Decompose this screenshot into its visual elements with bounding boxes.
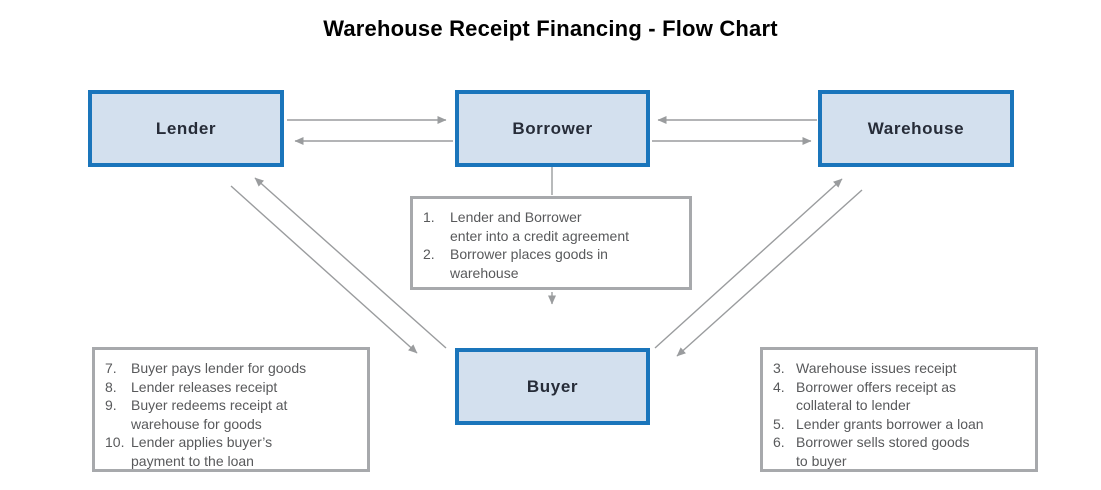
step-number: 10. — [105, 434, 125, 450]
step-item: 8. Lender releases receipt — [105, 378, 359, 397]
step-number: 9. — [105, 397, 117, 413]
step-number: 8. — [105, 378, 117, 395]
step-text: Buyer pays lender for goods — [131, 360, 307, 376]
node-warehouse-label: Warehouse — [867, 118, 965, 138]
step-item: 2. Borrower places goods in warehouse — [423, 245, 681, 282]
step-number: 6. — [773, 434, 785, 450]
chart-title: Warehouse Receipt Financing - Flow Chart — [323, 16, 778, 41]
steps-box-1-2: 1. Lender and Borrower enter into a cred… — [410, 196, 692, 290]
step-item: 5. Lender grants borrower a loan — [773, 415, 1027, 434]
step-item: 4. Borrower offers receipt as collateral… — [773, 378, 1027, 415]
node-buyer-label: Buyer — [526, 376, 579, 396]
step-number: 2. — [423, 246, 435, 262]
arrow-warehouse-to-buyer — [676, 189, 863, 357]
node-borrower-label: Borrower — [512, 118, 593, 138]
step-text: Lender applies buyer’s payment to the lo… — [131, 434, 273, 469]
step-item: 3. Warehouse issues receipt — [773, 359, 1027, 378]
step-number: 4. — [773, 378, 785, 395]
step-text: Borrower places goods in warehouse — [450, 246, 608, 281]
node-buyer: Buyer — [455, 348, 650, 425]
step-text: Lender and Borrower enter into a credit … — [450, 209, 629, 244]
step-item: 1. Lender and Borrower enter into a cred… — [423, 208, 681, 245]
steps-box-7-10: 7. Buyer pays lender for goods 8. Lender… — [92, 347, 370, 472]
step-number: 5. — [773, 415, 785, 432]
step-text: Borrower offers receipt as collateral to… — [796, 378, 957, 414]
steps-box-3-6: 3. Warehouse issues receipt 4. Borrower … — [760, 347, 1038, 472]
node-lender: Lender — [88, 90, 284, 167]
step-text: Warehouse issues receipt — [796, 360, 957, 376]
node-borrower: Borrower — [455, 90, 650, 167]
step-text: Lender releases receipt — [131, 378, 278, 395]
step-item: 9. Buyer redeems receipt at warehouse fo… — [105, 396, 359, 433]
node-warehouse: Warehouse — [818, 90, 1014, 167]
node-lender-label: Lender — [155, 118, 217, 138]
step-text: Lender grants borrower a loan — [796, 415, 984, 432]
step-item: 10. Lender applies buyer’s payment to th… — [105, 433, 359, 470]
step-number: 1. — [423, 209, 435, 225]
step-item: 7. Buyer pays lender for goods — [105, 359, 359, 378]
step-number: 3. — [773, 360, 785, 376]
arrow-lender-to-buyer — [230, 185, 418, 354]
step-text: Borrower sells stored goods to buyer — [796, 434, 970, 469]
step-item: 6. Borrower sells stored goods to buyer — [773, 433, 1027, 470]
step-text: Buyer redeems receipt at warehouse for g… — [131, 397, 288, 432]
step-number: 7. — [105, 360, 117, 376]
